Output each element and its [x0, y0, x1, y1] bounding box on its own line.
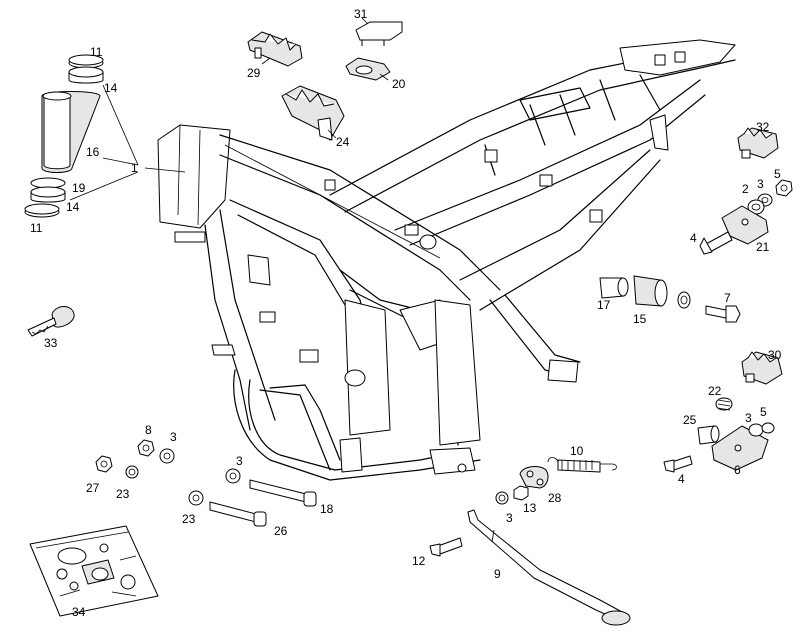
callout-29: 29	[247, 66, 261, 80]
callout-32: 32	[756, 120, 770, 134]
callout-1: 1	[131, 161, 138, 175]
callout-22: 22	[708, 384, 722, 398]
footpeg-group-top	[247, 21, 403, 141]
callout-3-center: 3	[236, 454, 243, 468]
hardware-kit-bag	[29, 525, 159, 617]
footpeg-group-right-upper	[699, 127, 793, 255]
callout-23-center: 23	[182, 512, 196, 526]
callout-14-bottom: 14	[66, 200, 80, 214]
callout-8: 8	[145, 423, 152, 437]
ignition-key	[27, 306, 75, 337]
callout-28: 28	[548, 491, 562, 505]
callout-2: 2	[742, 182, 749, 196]
callout-3-stand: 3	[506, 511, 513, 525]
callout-labels: 1 11 14 16 19 14 11 29 31 20 24 32 5 2 3…	[30, 7, 782, 619]
callout-19: 19	[72, 181, 86, 195]
callout-12: 12	[412, 554, 426, 568]
callout-5-upper: 5	[774, 167, 781, 181]
callout-3-left: 3	[170, 430, 177, 444]
callout-17: 17	[597, 298, 611, 312]
callout-3-upper: 3	[757, 177, 764, 191]
callout-27: 27	[86, 481, 100, 495]
callout-24: 24	[336, 135, 350, 149]
callout-13: 13	[523, 501, 537, 515]
callout-4-upper: 4	[690, 231, 697, 245]
callout-20: 20	[392, 77, 406, 91]
callout-6: 6	[734, 463, 741, 477]
callout-34: 34	[72, 605, 86, 619]
callout-15: 15	[633, 312, 647, 326]
side-stand-group	[429, 457, 631, 626]
fastener-group-left	[95, 439, 175, 479]
callout-9: 9	[494, 567, 501, 581]
callout-21: 21	[756, 240, 770, 254]
steering-bearing-set	[24, 54, 104, 218]
callout-5-lower: 5	[760, 405, 767, 419]
callout-30: 30	[768, 348, 782, 362]
callout-16: 16	[86, 145, 100, 159]
motorcycle-frame	[157, 39, 736, 481]
callout-31: 31	[354, 7, 368, 21]
callout-18: 18	[320, 502, 334, 516]
footpeg-group-right-lower	[663, 351, 783, 473]
callout-25: 25	[683, 413, 697, 427]
callout-26: 26	[274, 524, 288, 538]
bolt-group-center	[188, 468, 317, 527]
callout-3-lower: 3	[745, 411, 752, 425]
callout-14-top: 14	[104, 81, 118, 95]
callout-23-left: 23	[116, 487, 130, 501]
callout-10: 10	[570, 444, 584, 458]
bushing-group	[599, 275, 741, 323]
callout-33: 33	[44, 336, 58, 350]
callout-11-bottom: 11	[30, 221, 43, 235]
callout-11-top: 11	[90, 45, 103, 59]
callout-4-lower: 4	[678, 472, 685, 486]
callout-7: 7	[724, 291, 731, 305]
